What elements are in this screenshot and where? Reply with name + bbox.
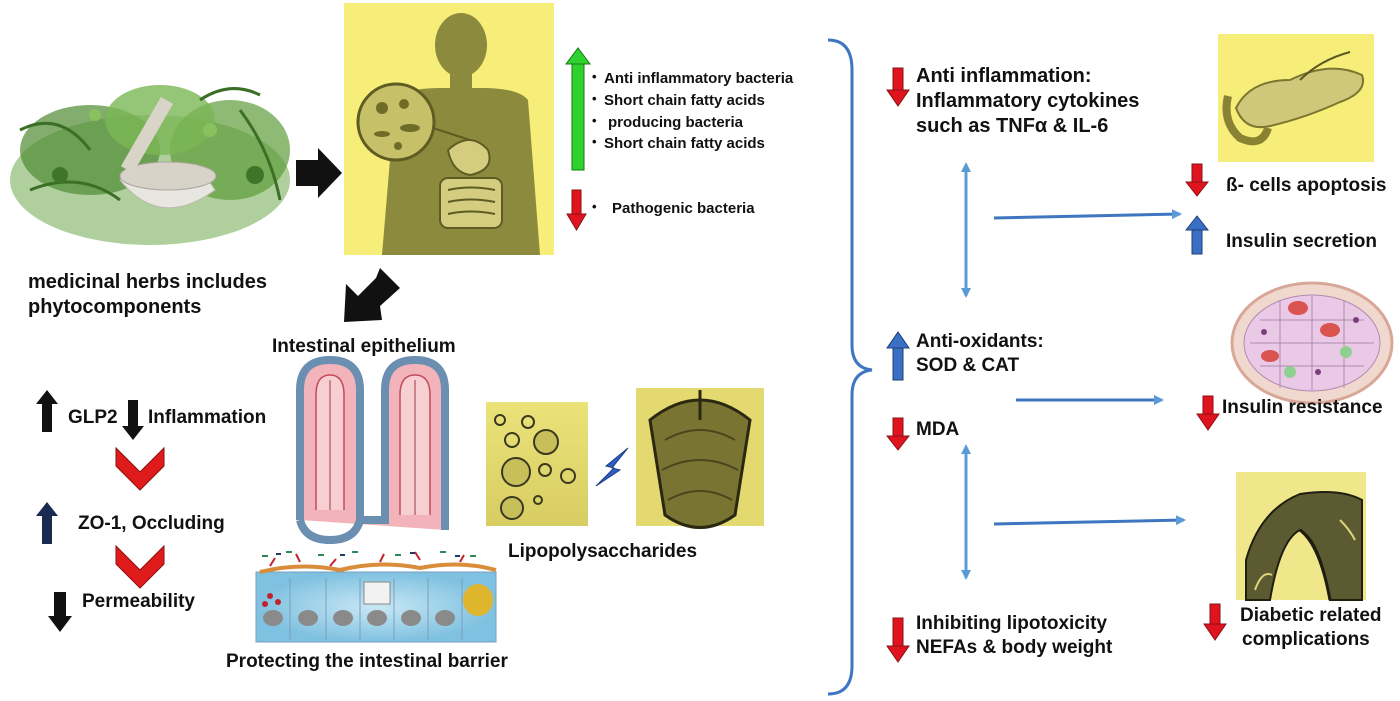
right-black-arrow-icon xyxy=(296,148,342,198)
lps-circles-image xyxy=(486,402,588,526)
chevron-down-icon-1 xyxy=(115,446,165,491)
herbs-image xyxy=(10,85,290,245)
decreased-bacteria-list: Pathogenic bacteria xyxy=(592,198,755,220)
diabetic-line2: complications xyxy=(1242,628,1370,650)
bacteria-item-2: Short chain fatty acids xyxy=(592,90,793,112)
antioxidants-line1: Anti-oxidants: xyxy=(916,331,1044,352)
tissue-section-image xyxy=(1236,472,1366,601)
lipotoxicity-down-arrow-icon xyxy=(886,617,910,663)
down-black-arrow-icon xyxy=(344,268,400,322)
diabetic-complications-down-arrow-icon xyxy=(1203,603,1227,641)
zo1-up-arrow-icon xyxy=(36,502,58,544)
intestine-icon xyxy=(439,139,503,229)
bacteria-item-1: Anti inflammatory bacteria xyxy=(592,68,793,90)
insulin-secretion-up-arrow-icon xyxy=(1184,215,1210,255)
diabetic-complications-text: Diabetic related complications xyxy=(1240,604,1382,652)
mda-down-arrow-icon xyxy=(885,417,911,451)
anti-inflammation-line2: Inflammatory cytokines xyxy=(916,90,1140,112)
diabetic-line1: Diabetic related xyxy=(1240,605,1382,626)
insulin-resistance-label: Insulin resistance xyxy=(1222,397,1383,418)
connector-to-beta-cells xyxy=(993,209,1182,220)
barrier-caption: Protecting the intestinal barrier xyxy=(226,651,508,672)
bacteria-magnifier-icon xyxy=(356,82,471,162)
lipotoxicity-text: Inhibiting lipotoxicity NEFAs & body wei… xyxy=(916,612,1112,660)
pancreas-image xyxy=(1218,34,1374,162)
bacterium-micrograph-image xyxy=(636,388,764,529)
inflammation-down-arrow-icon xyxy=(122,400,144,440)
mda-label: MDA xyxy=(916,419,960,440)
lps-caption: Lipopolysaccharides xyxy=(508,541,698,562)
herbs-caption-line1: medicinal herbs includes xyxy=(28,271,267,293)
insulin-resistance-down-arrow-icon xyxy=(1196,395,1220,431)
anti-inflammation-line1: Anti inflammation: xyxy=(916,65,1092,87)
lightning-bolt-icon xyxy=(595,447,629,487)
pathogenic-bacteria-item: Pathogenic bacteria xyxy=(592,198,755,220)
glp2-label: GLP2 xyxy=(68,407,118,428)
anti-inflammation-down-arrow-icon xyxy=(886,67,910,107)
grouping-bracket xyxy=(827,38,873,696)
beta-cells-down-arrow-icon xyxy=(1184,163,1210,197)
inflammation-label: Inflammation xyxy=(148,407,267,428)
lipotoxicity-line1: Inhibiting lipotoxicity xyxy=(916,613,1108,634)
permeability-down-arrow-icon xyxy=(48,592,72,632)
bacteria-up-arrow-icon xyxy=(565,47,591,171)
antioxidants-line2: SOD & CAT xyxy=(916,354,1020,376)
glp2-up-arrow-icon xyxy=(36,390,58,432)
beta-cells-label: ß- cells apoptosis xyxy=(1226,175,1387,196)
beta-cell-islet-image xyxy=(1230,281,1394,405)
connector-to-complications xyxy=(993,515,1186,526)
zo1-label: ZO-1, Occluding xyxy=(78,513,225,534)
chevron-down-icon-2 xyxy=(115,544,165,589)
anti-inflammation-text: Anti inflammation: Inflammatory cytokine… xyxy=(916,64,1139,139)
permeability-label: Permeability xyxy=(82,591,195,612)
intestinal-villi-image xyxy=(296,355,449,545)
antioxidants-up-arrow-icon xyxy=(886,331,910,381)
epithelial-cells-image xyxy=(255,551,497,643)
herbs-caption: medicinal herbs includes phytocomponents xyxy=(28,270,267,320)
bacteria-item-4: Short chain fatty acids xyxy=(592,133,793,155)
antioxidants-text: Anti-oxidants: SOD & CAT xyxy=(916,330,1044,378)
insulin-secretion-label: Insulin secretion xyxy=(1226,231,1377,252)
epithelium-title: Intestinal epithelium xyxy=(272,336,456,357)
anti-inflammation-line3: such as TNFα & IL-6 xyxy=(916,115,1109,137)
bacteria-item-3: producing bacteria xyxy=(592,112,793,134)
bacteria-down-arrow-icon xyxy=(566,189,587,231)
increased-bacteria-list: Anti inflammatory bacteria Short chain f… xyxy=(592,68,793,155)
lipotoxicity-line2: NEFAs & body weight xyxy=(916,636,1113,658)
herbs-caption-line2: phytocomponents xyxy=(28,296,202,318)
